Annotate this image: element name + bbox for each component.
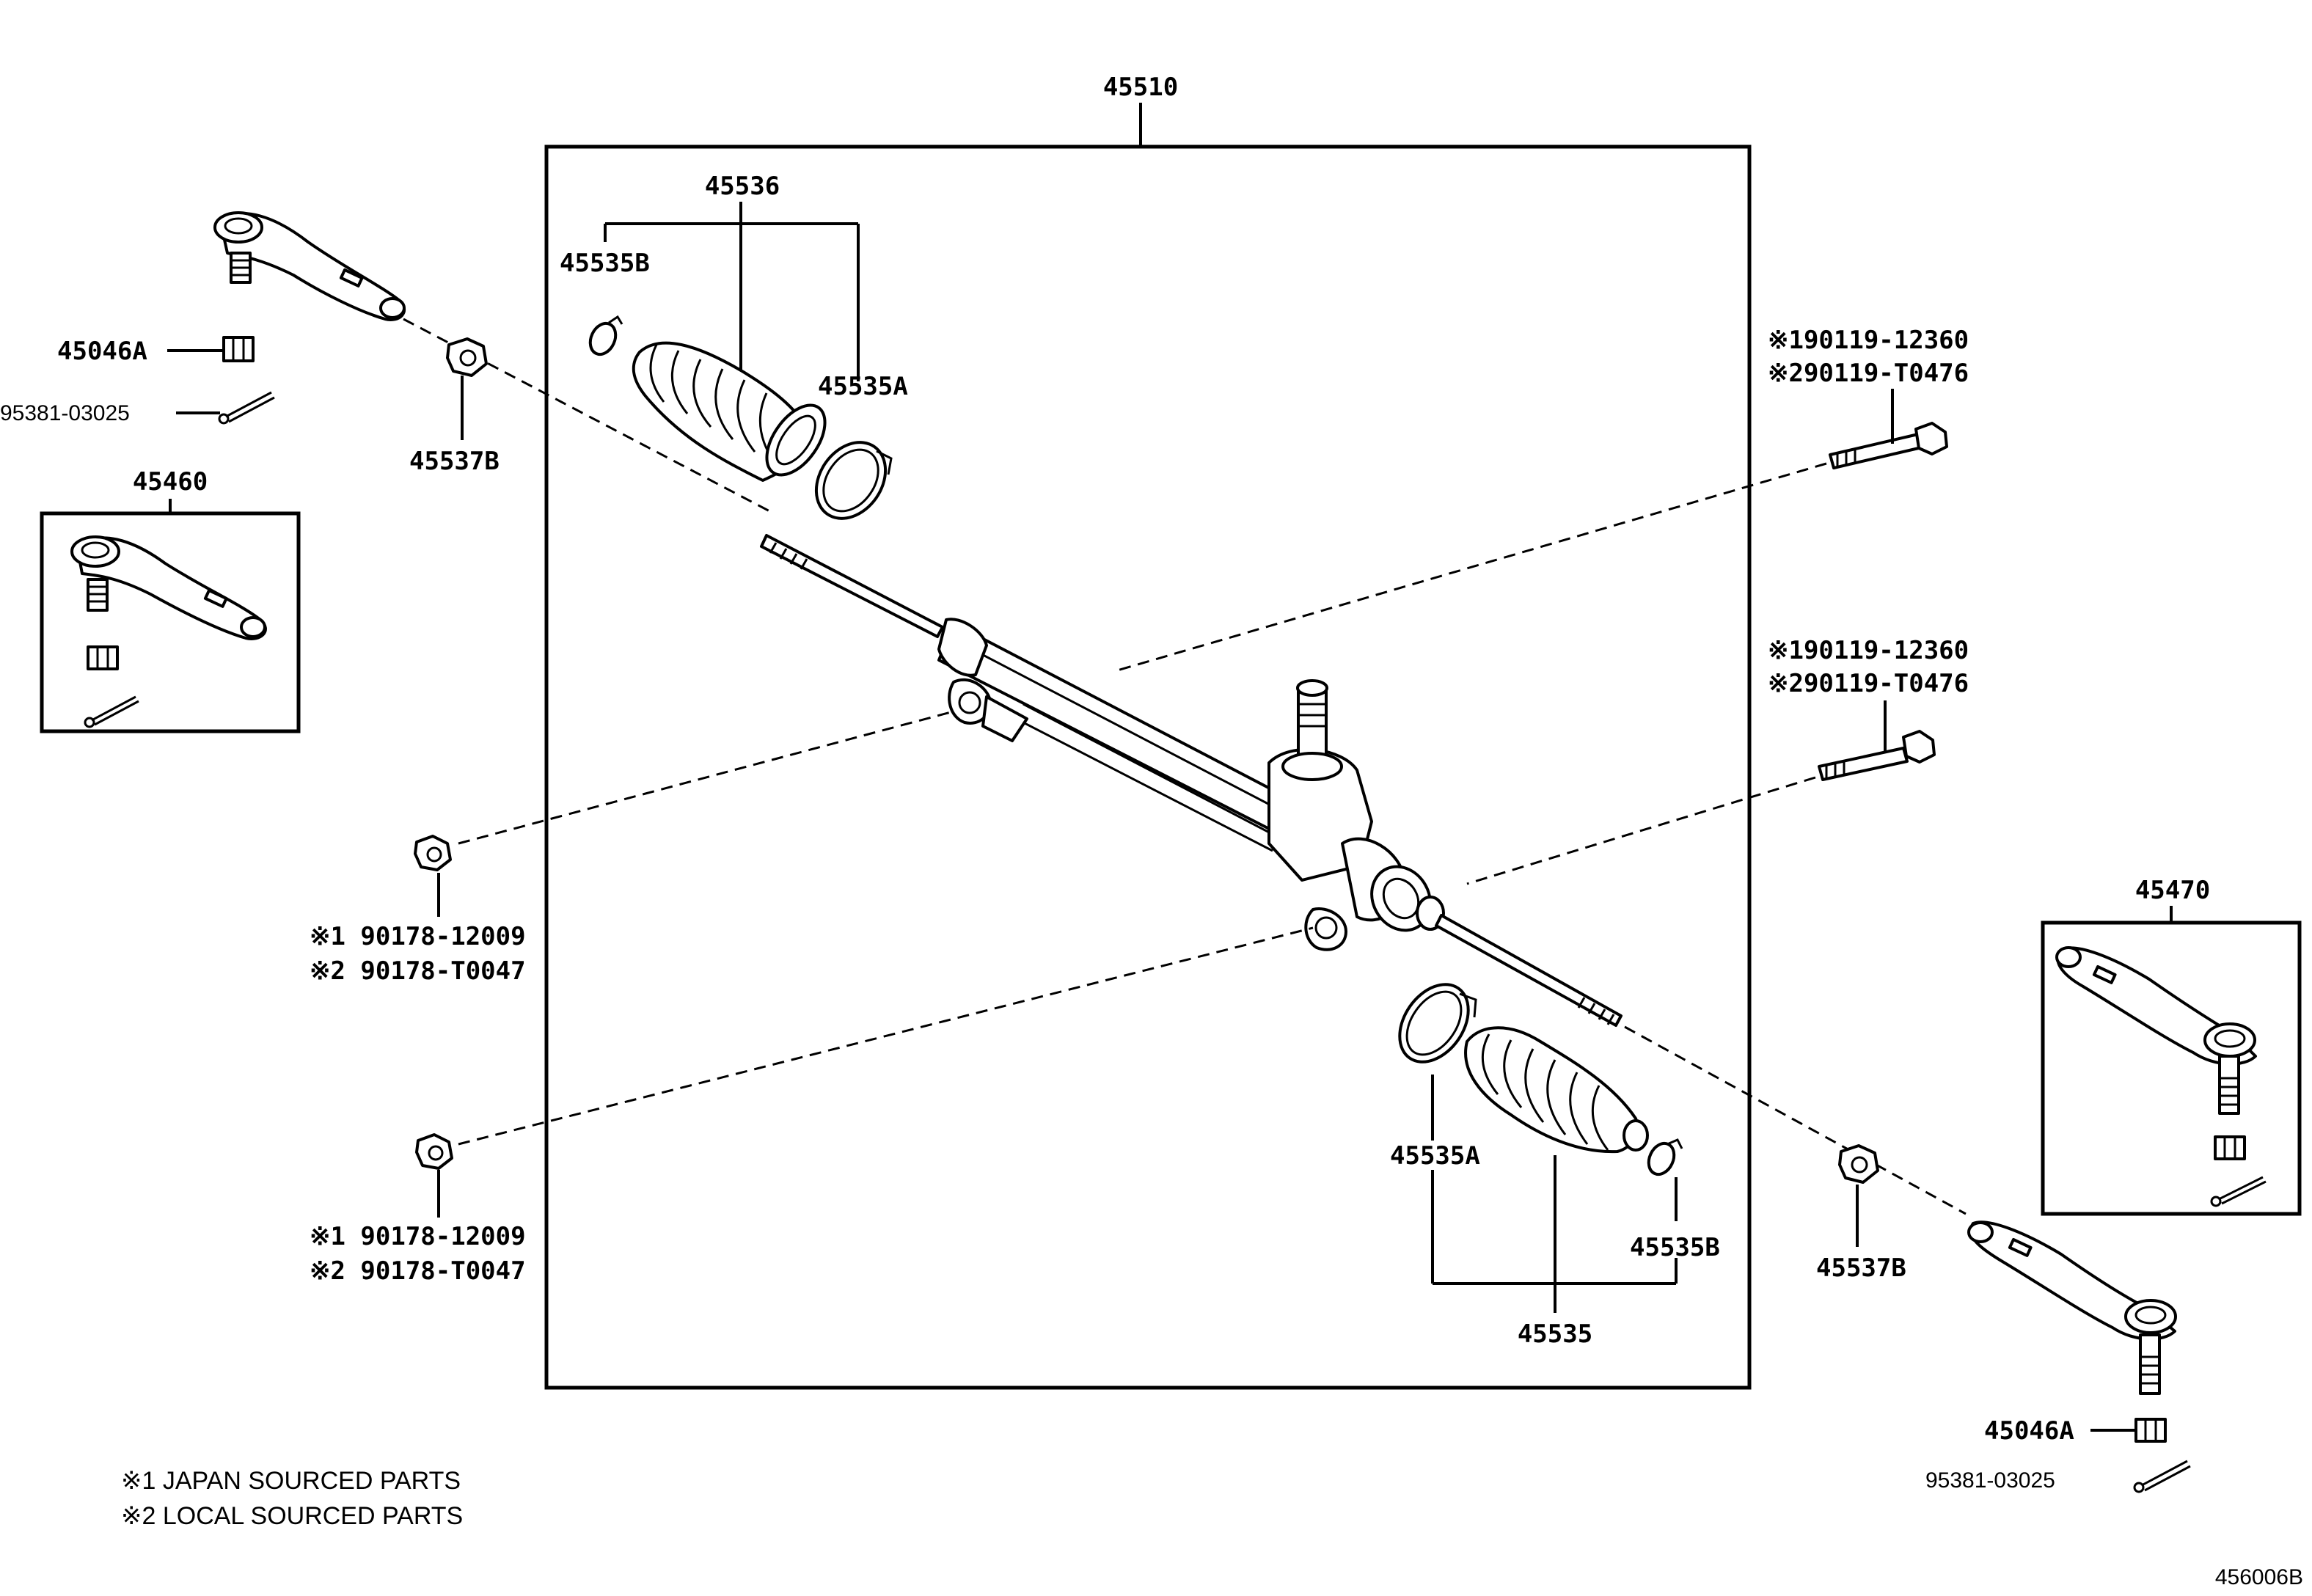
nut-left-icon [222,336,255,362]
clip-b-upper-icon [588,315,623,356]
boot-kit-lower-leader [1431,1075,1678,1313]
label-clip-b-lower: 45535B [1630,1233,1720,1262]
label-boot-kit-lower: 45535 [1518,1319,1592,1349]
note-local: ※2 LOCAL SOURCED PARTS [121,1502,463,1530]
label-cotter-left: 95381-03025 [0,401,130,425]
clip-a-lower-icon [1398,983,1477,1064]
bolt-upper-icon [1829,422,1948,469]
boot-upper-icon [632,341,827,482]
dash-bolt-upper [1114,462,1827,673]
label-nut-lower-2: ※2 90178-T0047 [310,1256,526,1286]
tie-rod-end-right-icon [1967,1220,2177,1395]
dash-tie-rod-right [1624,1025,1967,1215]
bushing-right-icon [1838,1144,1879,1184]
label-boot-kit-upper: 45536 [705,172,780,201]
label-clip-a-lower: 45535A [1390,1141,1480,1171]
label-nut-upper-2: ※2 90178-T0047 [310,956,526,986]
label-tie-rod-end-left: 45460 [133,467,208,497]
label-bushing-right: 45537B [1816,1253,1906,1283]
cotter-right-icon [2133,1460,2191,1493]
label-nut-upper-1: ※1 90178-12009 [310,922,526,951]
label-nut-lower-1: ※1 90178-12009 [310,1222,526,1251]
assembly-frame [544,103,1752,1390]
label-clip-a-upper: 45535A [818,372,908,401]
label-bolt-upper-1: ※190119-12360 [1768,326,1969,355]
boot-lower-icon [1464,1026,1649,1154]
clip-b-lower-icon [1647,1138,1683,1176]
clip-a-upper-icon [814,441,893,520]
figure-code: 456006B [2215,1565,2303,1589]
dash-tie-rod-left [403,318,775,515]
dash-nut-lower [458,926,1314,1146]
label-nut-right: 45046A [1984,1416,2074,1446]
dash-nut-upper [458,710,954,845]
label-bushing-left: 45537B [409,447,500,476]
tie-rod-end-right-box [2041,906,2302,1216]
tie-rod-end-left-icon [213,211,406,321]
nut-lower-icon [415,1133,453,1170]
bolt-lower-icon [1818,730,1936,781]
tie-rod-end-left-box [40,499,301,733]
label-bolt-upper-2: ※290119-T0476 [1768,359,1969,388]
label-clip-b-upper: 45535B [560,249,650,278]
nut-right-icon [2134,1418,2167,1443]
label-nut-left: 45046A [57,337,147,366]
label-bolt-lower-1: ※190119-12360 [1768,636,1969,665]
boot-kit-upper-leader [604,202,860,396]
label-tie-rod-end-right: 45470 [2135,876,2210,905]
dash-bolt-lower [1466,776,1816,885]
steering-rack-icon [760,534,1623,1027]
label-cotter-right: 95381-03025 [1925,1468,2055,1493]
note-japan: ※1 JAPAN SOURCED PARTS [121,1467,461,1495]
label-assembly: 45510 [1103,73,1178,102]
label-bolt-lower-2: ※290119-T0476 [1768,669,1969,698]
bushing-left-icon [446,337,488,377]
nut-upper-icon [414,835,452,871]
cotter-left-icon [218,391,275,425]
